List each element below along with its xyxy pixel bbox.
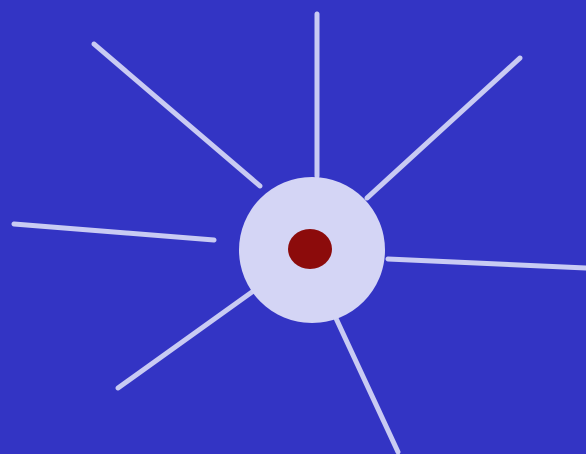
center-dot-icon	[288, 229, 332, 269]
